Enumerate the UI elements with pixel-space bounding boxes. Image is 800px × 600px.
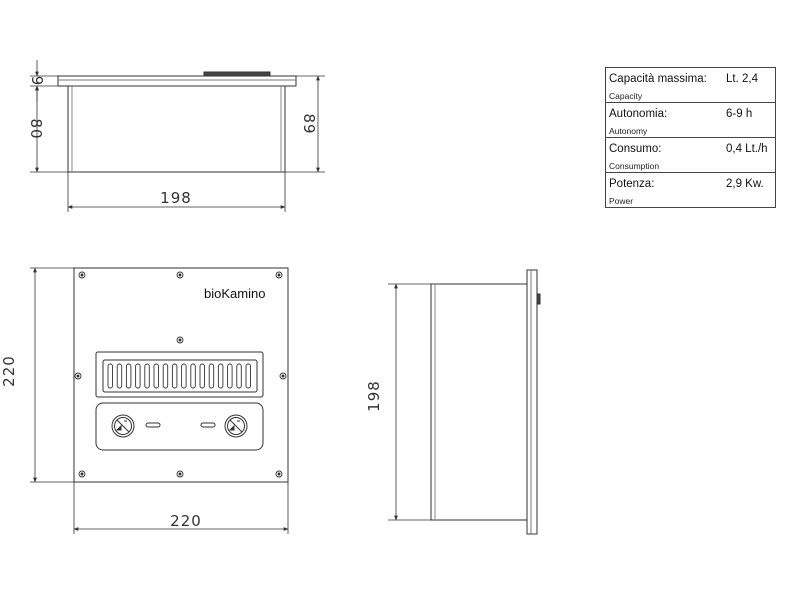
spec-label: Potenza: [609,178,655,190]
dim-top-total-height: 89 [300,113,318,134]
screw-icon [74,271,287,478]
dim-top-height: 80 [27,118,45,139]
top-view-body [67,85,286,173]
front-view [30,267,289,534]
side-view-control [536,293,541,305]
spec-value: 0,4 Lt./h [726,143,768,155]
grill-slat [227,363,233,389]
grill-slat [181,363,187,389]
burner-grill [107,363,251,389]
spec-label: Consumo: [609,143,662,155]
grill-slat [153,363,159,389]
side-view-body [430,283,528,521]
grill-slat [208,363,215,389]
spec-sublabel: Consumption [609,161,660,171]
brand-logo: bioKamino [204,286,265,301]
spec-row: Autonomia: Autonomy 6-9 h [605,102,776,138]
grill-slat [116,363,123,389]
grill-slat [144,363,150,389]
grill-slat [171,363,178,389]
top-view-rim [57,75,297,87]
spec-sublabel: Power [609,196,634,206]
spec-label: Autonomia: [609,108,668,120]
spec-cell: Potenza: Power 2,9 Kw. [606,173,775,207]
side-view-flange [526,269,538,535]
spec-value: Lt. 2,4 [726,73,758,85]
dim-top-thickness: 9 [28,76,46,87]
spec-value: 6-9 h [726,108,753,120]
indicator-slot [200,422,216,428]
grill-slat [236,363,242,389]
spec-cell: Consumo: Consumption 0,4 Lt./h [606,138,775,172]
dim-front-width: 220 [170,512,202,530]
grill-slat [190,363,196,389]
dim-top-width: 198 [160,189,192,207]
burner-knob-icon [111,414,135,438]
burner-knob-icon [224,414,248,438]
spec-sublabel: Capacity [609,91,643,101]
indicator-slot [145,422,161,428]
spec-row: Consumo: Consumption 0,4 Lt./h [605,137,776,173]
side-view [388,269,541,535]
spec-row: Potenza: Power 2,9 Kw. [605,172,776,208]
spec-cell: Capacità massima: Capacity Lt. 2,4 [606,68,775,102]
grill-slat [135,363,141,389]
dim-side-height: 198 [365,380,383,412]
grill-slat [107,363,113,389]
top-view [30,60,325,212]
dim-front-height: 220 [0,355,18,387]
grill-slat [162,363,169,389]
spec-sublabel: Autonomy [609,126,648,136]
control-panel [95,402,264,451]
spec-row: Capacità massima: Capacity Lt. 2,4 [605,67,776,103]
spec-cell: Autonomia: Autonomy 6-9 h [606,103,775,137]
spec-label: Capacità massima: [609,73,707,85]
top-view-control-strip [203,71,271,77]
grill-slat [217,363,224,389]
grill-slat [245,363,251,389]
spec-value: 2,9 Kw. [726,178,764,190]
grill-slat [199,363,205,389]
grill-slat [125,363,132,389]
